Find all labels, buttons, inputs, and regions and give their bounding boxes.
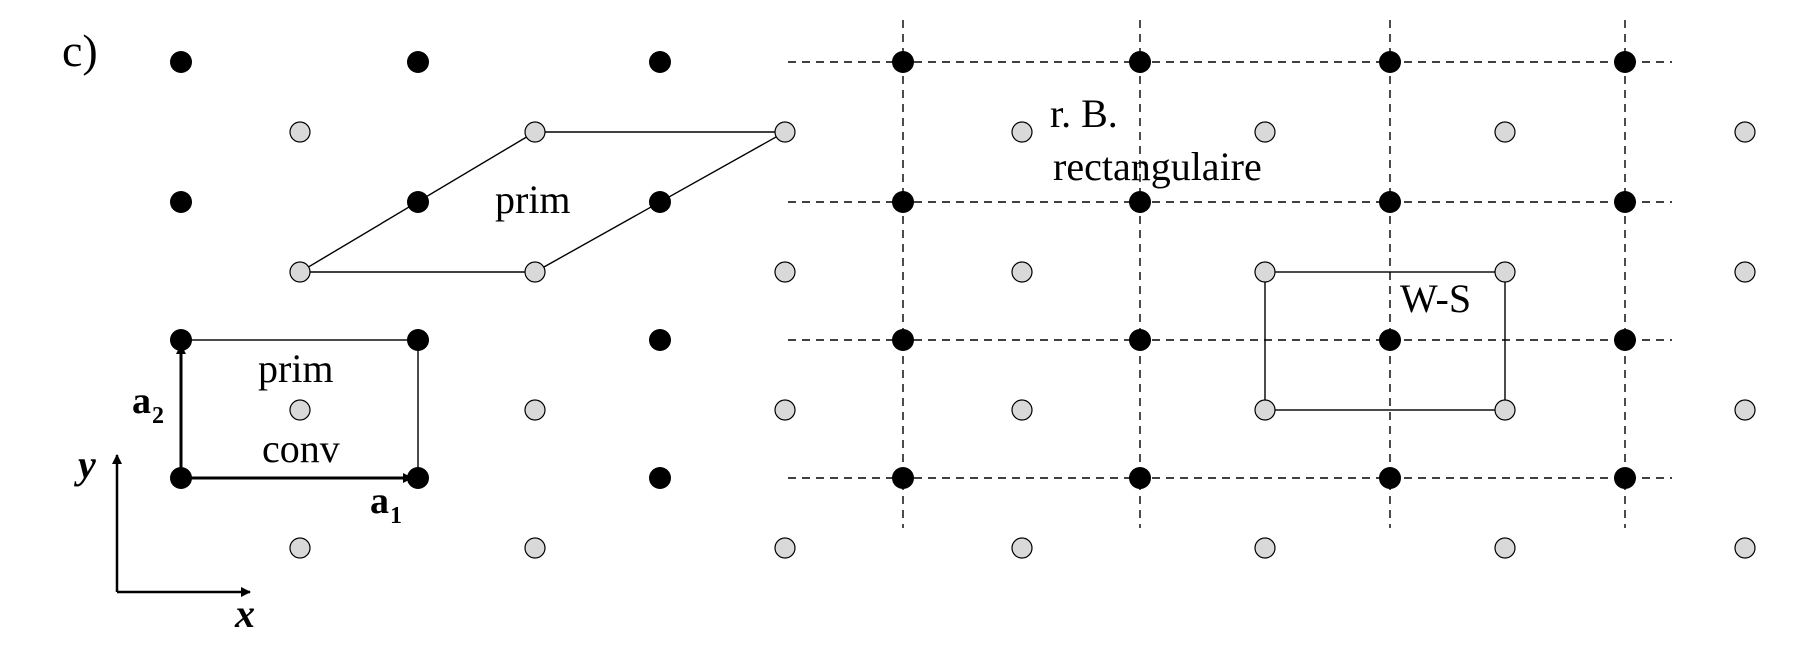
filled-lattice-point [892,467,914,489]
filled-lattice-point [1379,191,1401,213]
filled-lattice-point [407,191,429,213]
open-lattice-point [1011,261,1033,283]
filled-lattice-point [649,51,671,73]
open-lattice-point [1494,261,1516,283]
filled-lattice-point [1614,329,1636,351]
open-lattice-point [289,261,311,283]
filled-lattice-point [170,329,192,351]
open-lattice-point [1254,399,1276,421]
open-lattice-point [774,261,796,283]
reciprocal-grid [788,20,1672,528]
filled-lattice-point [1379,467,1401,489]
open-lattice-point [1254,121,1276,143]
filled-lattice-point [649,467,671,489]
open-lattice-point [1734,121,1756,143]
a1-vector-label: a1 [370,480,402,529]
filled-lattice-point [1129,191,1151,213]
filled-lattice-point [407,329,429,351]
open-lattice-point [289,537,311,559]
open-lattice-point [1734,399,1756,421]
open-lattice-point [524,399,546,421]
reciprocal-lattice-label-line2: rectangulaire [1053,144,1262,189]
filled-lattice-point [649,191,671,213]
open-lattice-point [1254,261,1276,283]
open-lattice-point [774,399,796,421]
open-lattice-point [289,121,311,143]
open-lattice-point [1494,537,1516,559]
open-lattice-point [1011,537,1033,559]
a2-vector-label: a2 [132,380,164,429]
y-axis-label: y [74,442,96,487]
filled-lattice-point [407,467,429,489]
wigner-seitz-cell [1264,271,1506,411]
filled-lattice-point [1379,329,1401,351]
filled-lattice-point [170,51,192,73]
filled-lattice-point [892,329,914,351]
open-lattice-point [774,537,796,559]
reciprocal-lattice-label-line1: r. B. [1050,91,1118,136]
open-lattice-point [524,121,546,143]
filled-lattice-point [1614,467,1636,489]
open-lattice-point [1734,261,1756,283]
open-lattice-point [1494,121,1516,143]
filled-lattice-point [1129,467,1151,489]
filled-lattice-point [892,51,914,73]
conv-label: conv [262,426,340,471]
filled-lattice-point [1129,329,1151,351]
filled-lattice-point [1614,51,1636,73]
filled-lattice-point [1129,51,1151,73]
open-lattice-point [774,121,796,143]
x-axis-label: x [234,591,255,636]
open-lattice-point [524,537,546,559]
open-lattice-point [1011,121,1033,143]
panel-label: c) [62,25,98,76]
filled-lattice-point [407,51,429,73]
open-lattice-point [524,261,546,283]
open-lattice-point [289,399,311,421]
open-lattice-point [1734,537,1756,559]
prim-rect-label: prim [258,346,334,391]
filled-lattice-point [892,191,914,213]
wigner-seitz-label: W-S [1400,276,1471,321]
open-lattice-point [1011,399,1033,421]
filled-lattice-point [649,329,671,351]
prim-oblique-label: prim [495,177,571,222]
filled-lattice-point [1379,51,1401,73]
filled-lattice-point [1614,191,1636,213]
open-lattice-point [1254,537,1276,559]
filled-lattice-point [170,191,192,213]
lattice-points [170,51,1756,559]
open-lattice-point [1494,399,1516,421]
